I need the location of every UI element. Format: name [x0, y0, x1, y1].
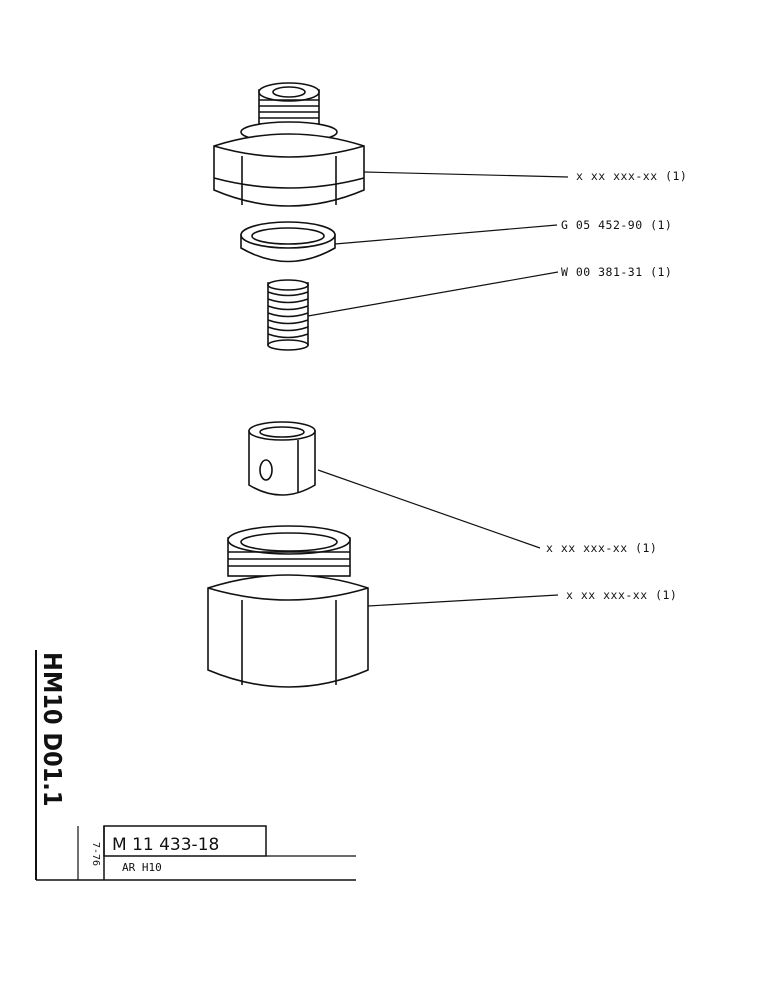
leader-line: [317, 469, 541, 549]
part-description: AR H10: [122, 861, 162, 874]
drawing-number: M 11 433-18: [112, 835, 219, 855]
sealing-ring-part: [240, 221, 336, 263]
hex-housing-part: [207, 525, 369, 688]
leader-line: [363, 171, 569, 178]
leader-line: [367, 594, 559, 607]
coil-spring-part: [267, 279, 309, 351]
callout-labels: x xx xxx-xx (1) G 05 452-90 (1) W 00 381…: [546, 169, 687, 602]
callout-label: x xx xxx-xx (1): [546, 541, 657, 555]
leader-lines: [307, 171, 569, 607]
callout-label: W 00 381-31 (1): [561, 265, 672, 279]
leader-line: [334, 224, 558, 245]
leader-line: [307, 271, 559, 317]
callout-label: x xx xxx-xx (1): [566, 588, 677, 602]
callout-label: G 05 452-90 (1): [561, 218, 672, 232]
revision-date: 7-76: [90, 842, 101, 866]
sheet-code: HM10 D01.1: [38, 652, 67, 807]
hex-nipple-part: [213, 82, 365, 207]
sleeve-part: [248, 421, 316, 496]
title-block: [35, 650, 356, 881]
callout-label: x xx xxx-xx (1): [576, 169, 687, 183]
